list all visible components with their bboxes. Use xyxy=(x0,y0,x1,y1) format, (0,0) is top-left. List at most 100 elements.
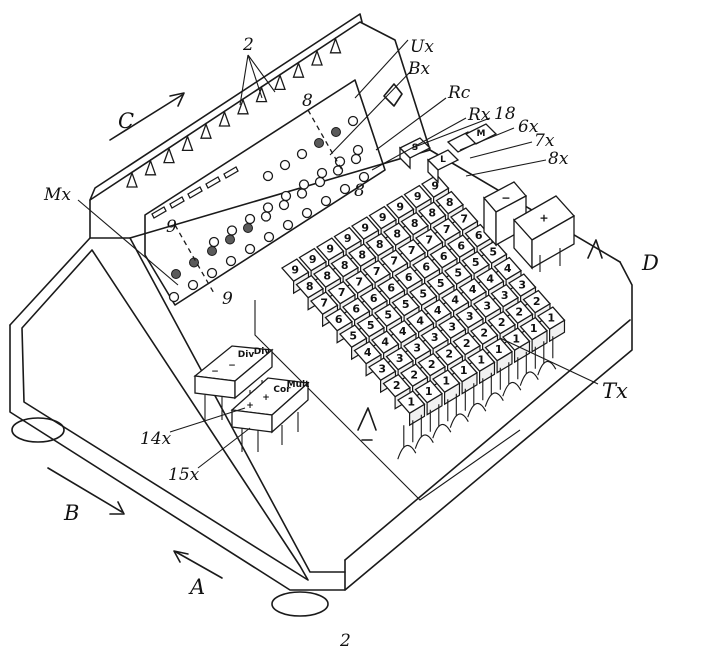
digit-key xyxy=(388,319,417,344)
register-wheel xyxy=(298,179,310,190)
label-6x: 6x xyxy=(518,117,539,137)
digit-key xyxy=(327,280,356,305)
digit-key xyxy=(475,267,505,292)
front-panel-outline xyxy=(9,324,346,591)
digit-key-label: 1 xyxy=(460,364,468,377)
digit-key-label: 6 xyxy=(405,271,413,284)
digit-key xyxy=(370,330,400,355)
digit-key xyxy=(385,346,414,371)
carriage-button xyxy=(274,73,286,91)
digit-key xyxy=(504,300,534,325)
key-stems-right xyxy=(241,412,299,452)
leader-bx xyxy=(329,69,413,156)
digit-key xyxy=(431,369,461,394)
function-keys-left: − − Div Div + + Cor Mult xyxy=(193,345,310,452)
digit-key xyxy=(507,273,537,298)
digit-key xyxy=(408,282,438,307)
label-tx: Tx xyxy=(602,379,628,403)
register-wheel xyxy=(316,167,328,179)
reference-labels: 2 Ux Bx Rc Rx 18 6x 7x 8x C Mx D 8 8 9 9… xyxy=(43,35,659,648)
register-wheel xyxy=(262,202,274,213)
digit-key-label: 5 xyxy=(437,277,445,290)
digit-key xyxy=(452,331,481,356)
digit-key xyxy=(411,255,441,280)
digit-key-label: 4 xyxy=(416,315,424,328)
key-stem xyxy=(420,409,431,437)
digit-key xyxy=(414,228,444,253)
arrow-c-head xyxy=(169,92,185,107)
key-stem-arch xyxy=(467,403,487,418)
carriage-button xyxy=(237,97,249,115)
digit-key-label: 5 xyxy=(367,319,375,332)
digit-key-label: 1 xyxy=(425,385,433,398)
digit-key xyxy=(399,363,429,388)
digit-key-label: 9 xyxy=(379,211,387,224)
label-9-a: 9 xyxy=(166,217,177,237)
key-stem xyxy=(543,336,554,364)
digit-key xyxy=(396,390,426,415)
digit-key xyxy=(458,277,487,302)
digit-key xyxy=(443,261,473,286)
digit-key-label: 1 xyxy=(512,333,520,346)
numeric-keyboard: 9999999998888888887777777776666666665555… xyxy=(280,174,566,460)
digit-key xyxy=(449,358,478,383)
digit-key-label: 3 xyxy=(431,331,439,344)
digit-key-label: 8 xyxy=(323,270,331,283)
side-recess xyxy=(21,249,309,581)
arrow-c-shaft xyxy=(109,94,183,141)
register-wheel xyxy=(262,170,274,182)
key-stem xyxy=(473,378,484,406)
digit-key xyxy=(522,289,551,314)
digit-key-label: 7 xyxy=(408,244,416,257)
digit-key-label: 4 xyxy=(486,273,494,286)
digit-key xyxy=(333,226,362,251)
plus-key-right-label: + xyxy=(539,212,548,225)
digit-key xyxy=(359,286,388,311)
m-key-top xyxy=(464,123,498,145)
digit-key-label: 1 xyxy=(407,396,415,409)
digit-key-label: 2 xyxy=(428,358,436,371)
digit-key xyxy=(382,373,411,398)
label-a: A xyxy=(188,575,205,599)
label-c: C xyxy=(118,109,134,133)
digit-key xyxy=(350,216,380,241)
plus-key-stems xyxy=(539,248,561,272)
digit-key xyxy=(417,201,447,226)
digit-key-label: 8 xyxy=(306,280,314,293)
label-ux: Ux xyxy=(410,37,434,57)
key-stem-arch xyxy=(484,392,504,407)
digit-key xyxy=(295,274,324,299)
digit-key-label: 2 xyxy=(410,369,418,382)
register-wheel xyxy=(301,207,313,219)
div-key-label-2: Div xyxy=(254,347,271,357)
digit-key xyxy=(426,271,455,296)
digit-key-label: 3 xyxy=(466,310,474,323)
digit-key xyxy=(472,294,502,319)
digit-key-label: 6 xyxy=(335,313,343,326)
digit-key xyxy=(434,342,464,367)
label-2-top: 2 xyxy=(242,35,254,55)
carriage-button xyxy=(292,61,305,78)
key-stem xyxy=(455,388,466,416)
digit-key-label: 2 xyxy=(498,316,506,329)
label-14x: 14x xyxy=(140,429,172,449)
leader-18 xyxy=(411,117,491,149)
digit-key-label: 2 xyxy=(515,306,523,319)
digit-key xyxy=(501,327,531,352)
minus-key-right-label: − xyxy=(501,192,510,205)
plus-key-label: + xyxy=(246,401,254,411)
label-rx: Rx xyxy=(467,105,491,125)
l-key-front xyxy=(427,158,439,184)
key-stem xyxy=(525,346,536,374)
leader-8x xyxy=(465,159,547,177)
label-b: B xyxy=(63,501,79,525)
digit-key xyxy=(391,292,420,317)
plus-key-label-2: + xyxy=(262,393,270,403)
register-wheel xyxy=(244,243,256,255)
digit-key-label: 6 xyxy=(370,292,378,305)
digit-key-label: 4 xyxy=(504,262,512,275)
label-rc: Rc xyxy=(447,83,471,103)
register-wheel xyxy=(226,225,238,236)
key-stem-arch xyxy=(502,382,522,397)
carriage-button xyxy=(255,85,268,103)
